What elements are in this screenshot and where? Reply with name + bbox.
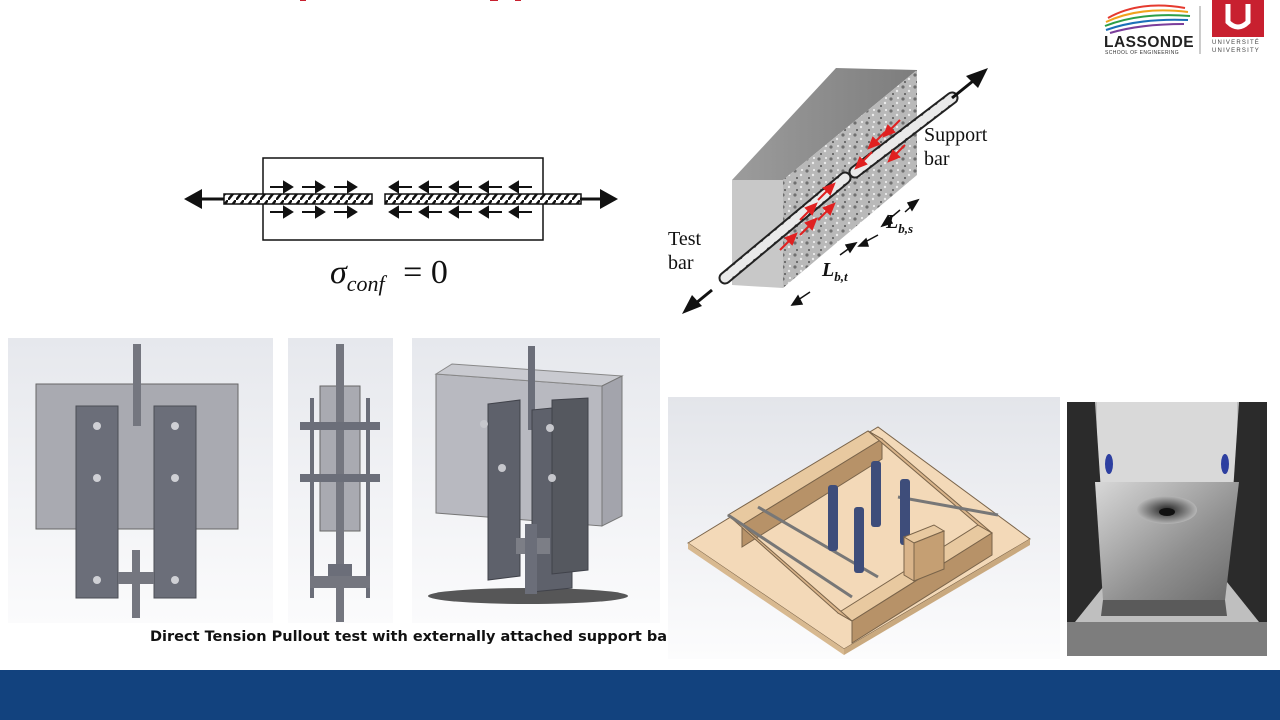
- lassonde-text: LASSONDE: [1104, 34, 1195, 51]
- lassonde-logo-icon: [1104, 0, 1264, 54]
- lassonde-sub: SCHOOL OF ENGINEERING: [1105, 50, 1180, 56]
- cad-iso-view-drawing: [428, 346, 628, 604]
- support-bar-label: Support bar: [924, 123, 987, 171]
- univ-line2: UNIVERSITY: [1212, 48, 1261, 54]
- lbs-label: Lb,s: [886, 211, 913, 237]
- cad-front-view-drawing: [35, 344, 239, 618]
- left-pull-arrow-icon: [184, 189, 202, 209]
- lbt-main: L: [822, 259, 835, 281]
- cropped-title-fragment: [290, 0, 550, 4]
- figure-caption: Direct Tension Pullout test with externa…: [150, 629, 675, 645]
- concrete-block-drawing: [682, 68, 988, 314]
- red-stress-arrows: [779, 119, 906, 251]
- support-bar-arrow-icon: [966, 68, 988, 88]
- test-bar-line1: Test: [668, 228, 702, 250]
- bond-arrows-right: [388, 180, 532, 219]
- support-bar-line1: Support: [924, 124, 988, 146]
- metal-mold-photo: [1067, 402, 1267, 656]
- metal-mold-photo-drawing: [1067, 402, 1267, 656]
- bond-arrows-left: [270, 180, 358, 219]
- cad-iso-view: [412, 338, 660, 623]
- sigma-subscript: conf: [346, 270, 385, 296]
- sigma-symbol: σ: [330, 254, 347, 291]
- sigma-value: = 0: [403, 254, 448, 291]
- lbt-sub: b,t: [834, 269, 848, 284]
- cad-side-view-drawing: [300, 344, 380, 622]
- right-bar: [384, 193, 582, 205]
- right-pull-arrow-icon: [600, 189, 618, 209]
- footer-bar: [0, 670, 1280, 720]
- bond-length-arrows: [790, 198, 920, 306]
- test-bar-label: Test bar: [668, 227, 701, 275]
- univ-mark-icon: [1212, 0, 1264, 37]
- pullout-schematic: σconf = 0: [180, 150, 625, 310]
- formwork-drawing: [687, 426, 1031, 655]
- left-bar: [223, 193, 373, 205]
- support-bar-line2: bar: [924, 148, 950, 170]
- lbs-main: L: [886, 211, 899, 233]
- test-bar-arrow-icon: [682, 295, 702, 314]
- univ-line1: UNIVERSITÉ: [1212, 40, 1261, 46]
- lbs-sub: b,s: [898, 221, 914, 236]
- sigma-conf-equation: σconf = 0: [330, 254, 448, 297]
- lbt-label: Lb,t: [822, 259, 848, 285]
- test-bar-line2: bar: [668, 252, 694, 274]
- wooden-formwork-render: [668, 397, 1060, 659]
- cad-side-view: [288, 338, 393, 623]
- isometric-block-diagram: Support bar Test bar Lb,s Lb,t: [660, 60, 1010, 320]
- cad-front-view: [8, 338, 273, 623]
- pullout-schematic-drawing: [184, 157, 618, 241]
- university-logo: LASSONDE SCHOOL OF ENGINEERING UNIVERSIT…: [1100, 0, 1275, 60]
